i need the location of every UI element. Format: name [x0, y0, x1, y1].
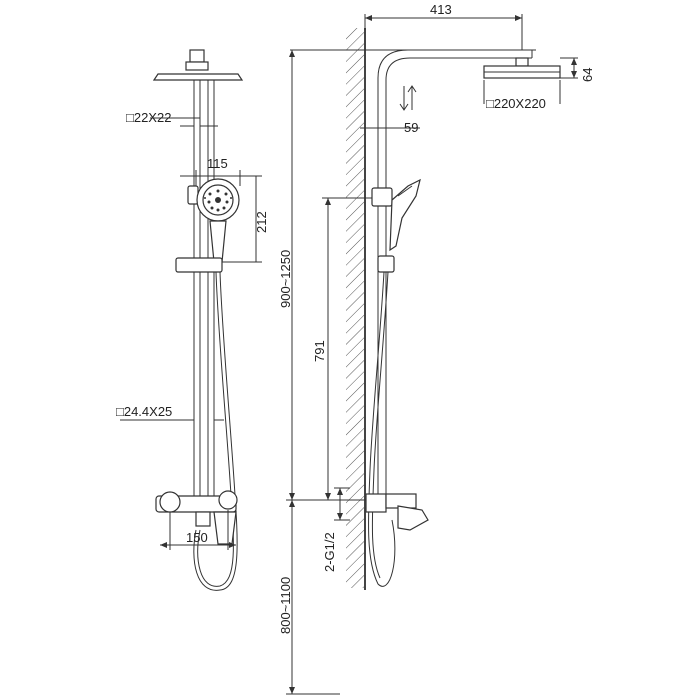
- dim-arm-reach: 413: [430, 2, 452, 17]
- dim-arm-offset: 59: [404, 120, 418, 135]
- dim-inlet-thread: 2-G1/2: [322, 532, 337, 572]
- side-hand-shower: [371, 178, 421, 273]
- dim-holder-to-inlet: 791: [312, 340, 327, 362]
- wall-section: [346, 28, 364, 588]
- dim-handshower-height: 212: [254, 211, 269, 233]
- dim-lower-pipe: □24.4X25: [116, 404, 172, 419]
- side-rain-shower-head: [483, 57, 561, 79]
- height-adjust-arrows-icon: [399, 85, 417, 111]
- dim-install-height: 800~1100: [278, 577, 293, 634]
- dim-total-height-range: 900~1250: [278, 250, 293, 308]
- dim-handshower-width: 115: [207, 156, 228, 171]
- side-riser-arm: [377, 49, 533, 500]
- dim-head-size: □220X220: [486, 96, 546, 111]
- dim-head-height: 64: [580, 68, 595, 82]
- dim-upper-pipe: □22X22: [126, 110, 171, 125]
- front-riser-pipe: [193, 80, 215, 500]
- nozzle-pattern: [204, 189, 232, 212]
- front-hand-shower: [175, 178, 240, 273]
- front-view: [120, 49, 262, 591]
- side-mixer-valve: [365, 493, 429, 531]
- side-view: [286, 14, 578, 695]
- dim-inlet-spacing: 150: [186, 530, 208, 545]
- front-rain-shower-head: [152, 49, 244, 81]
